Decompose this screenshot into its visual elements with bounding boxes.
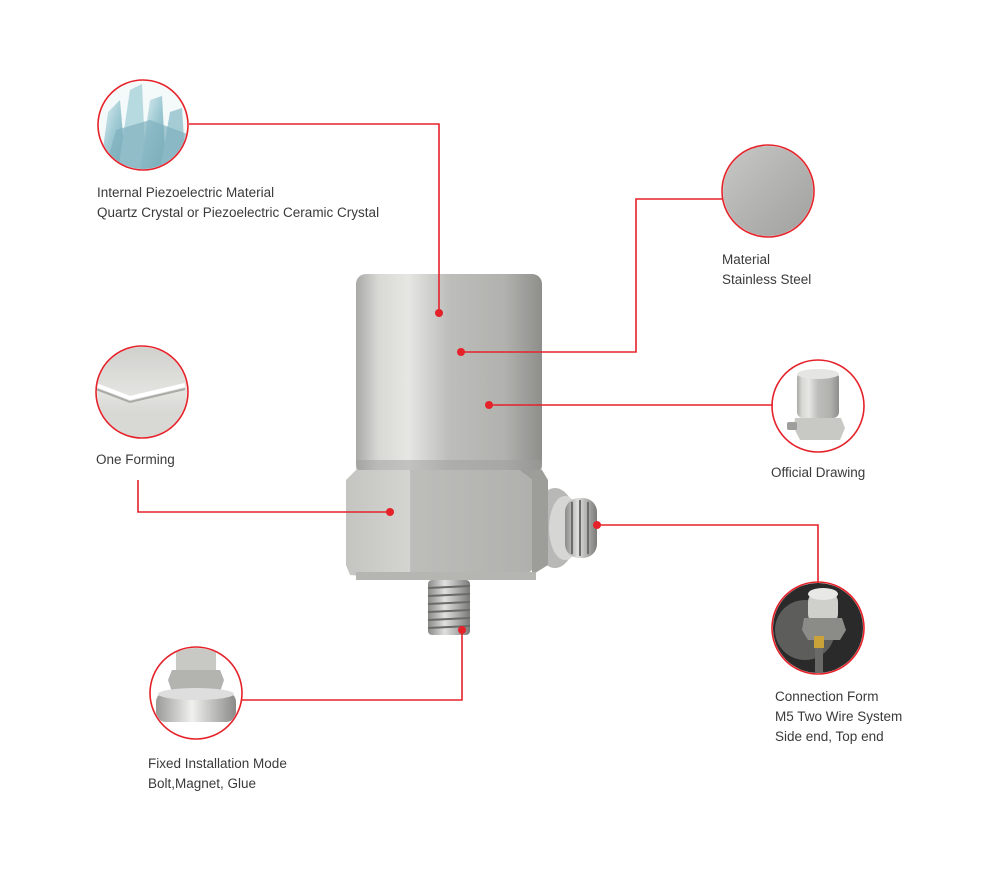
hex-edge-closeup-thumbnail: [95, 345, 189, 439]
label-internal-material: Internal Piezoelectric Material Quartz C…: [97, 183, 379, 223]
marker-dot-one-forming: [386, 508, 394, 516]
sensor-product-thumbnail: [771, 359, 865, 453]
label-detail-2: Side end, Top end: [775, 729, 884, 744]
label-title: Material: [722, 252, 771, 267]
label-title: Internal Piezoelectric Material: [97, 185, 275, 200]
label-detail: M5 Two Wire System: [775, 709, 903, 724]
label-title: Official Drawing: [771, 465, 866, 480]
label-fixed-installation: Fixed Installation Mode Bolt,Magnet, Glu…: [148, 754, 287, 794]
label-detail: Quartz Crystal or Piezoelectric Ceramic …: [97, 205, 380, 220]
stainless-steel-texture-thumbnail: [721, 144, 815, 238]
quartz-crystal-thumbnail: [97, 79, 189, 171]
label-title: One Forming: [96, 452, 175, 467]
label-title: Fixed Installation Mode: [148, 756, 287, 771]
marker-dot-official-drawing: [485, 401, 493, 409]
connector-line-material: [461, 198, 723, 353]
cable-connector-thumbnail: [771, 581, 865, 675]
label-title: Connection Form: [775, 689, 879, 704]
marker-dot-fixed-installation: [458, 626, 466, 634]
label-official-drawing: Official Drawing: [771, 463, 865, 483]
connector-line-fixed-installation: [242, 630, 463, 701]
label-connection-form: Connection Form M5 Two Wire System Side …: [775, 687, 902, 747]
marker-dot-connection-form: [593, 521, 601, 529]
marker-dot-internal-material: [435, 309, 443, 317]
label-material: Material Stainless Steel: [722, 250, 811, 290]
connector-line-one-forming: [137, 480, 390, 513]
connector-line-connection-form: [597, 524, 819, 583]
label-detail: Bolt,Magnet, Glue: [148, 776, 257, 791]
label-one-forming: One Forming: [96, 450, 175, 470]
magnet-base-thumbnail: [149, 646, 243, 740]
sensor-body-illustration: [346, 274, 597, 635]
connector-line-internal-material: [189, 123, 440, 313]
label-detail: Stainless Steel: [722, 272, 812, 287]
marker-dot-material: [457, 348, 465, 356]
